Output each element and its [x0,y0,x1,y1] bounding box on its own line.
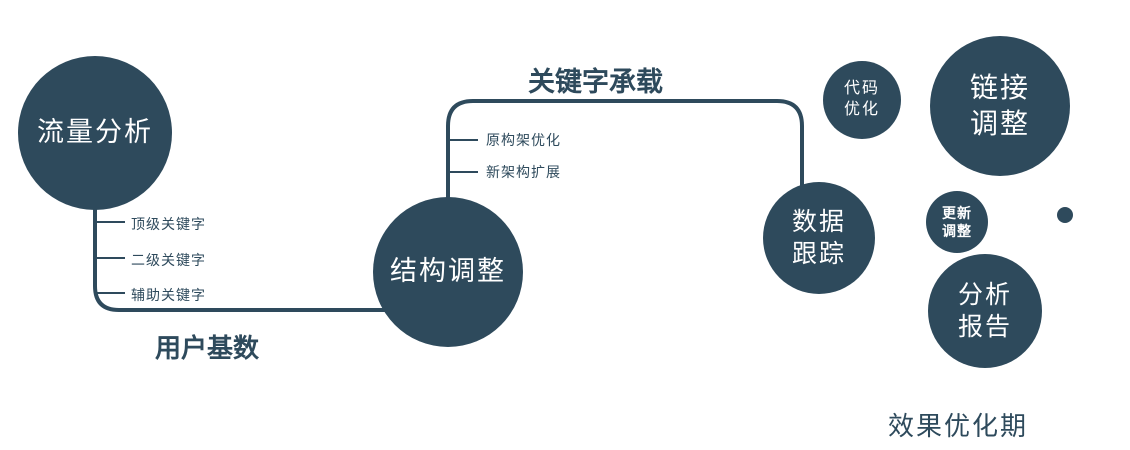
branch-label-top-keywords: 顶级关键字 [131,216,206,232]
stage-label: 效果优化期 [888,411,1029,441]
node-traffic-analysis: 流量分析 [18,56,172,210]
node-code-optimization: 代码 优化 [823,61,901,139]
node-data-tracking: 数据 跟踪 [763,182,875,294]
branch-label-second-keywords: 二级关键字 [131,252,206,268]
node-analysis-report: 分析 报告 [928,254,1042,368]
connector-traffic-to-structure [93,190,395,312]
connector-structure-to-tracking [446,99,804,202]
branch-label-new-arch-expansion: 新架构扩展 [486,164,561,180]
node-analysis-report-line2: 报告 [957,313,1012,341]
edge-label-user-base: 用户基数 [155,333,260,363]
node-data-tracking-line2: 跟踪 [791,240,846,268]
node-data-tracking-line1: 数据 [791,207,846,236]
node-code-optimization-line2: 优化 [843,101,880,118]
node-traffic-analysis-label: 流量分析 [37,117,153,148]
branch-label-original-arch-optimization: 原构架优化 [486,132,561,148]
node-analysis-report-line1: 分析 [957,280,1012,309]
node-code-optimization-line1: 代码 [843,80,880,98]
node-update-adjustment: 更新 调整 [926,191,988,253]
node-link-adjustment: 链接 调整 [930,36,1070,176]
node-structure-adjust: 结构调整 [373,197,523,347]
node-update-adjustment-line2: 调整 [942,223,972,239]
branch-label-aux-keywords: 辅助关键字 [131,287,206,303]
node-update-adjustment-line1: 更新 [942,204,972,221]
dot-marker [1057,207,1073,223]
edge-label-keyword-carrying: 关键字承载 [528,67,663,97]
node-link-adjustment-line2: 调整 [969,108,1030,139]
node-structure-adjust-label: 结构调整 [390,256,506,287]
node-link-adjustment-line1: 链接 [969,71,1030,103]
